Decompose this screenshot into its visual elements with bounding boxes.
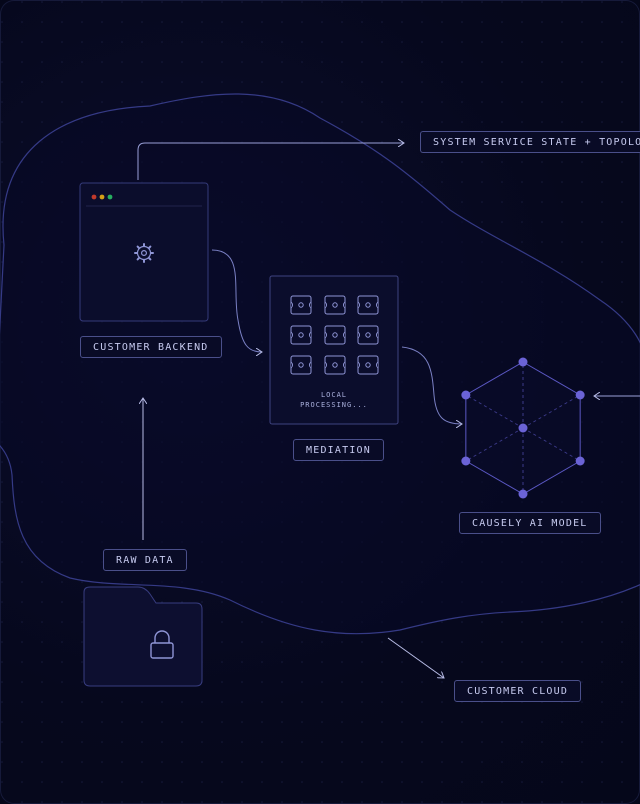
chip-icon [324, 355, 346, 375]
mediation-label: MEDIATION [293, 439, 384, 461]
customer-backend-window [79, 182, 209, 322]
mediation-panel [269, 275, 399, 425]
model-node [575, 390, 585, 400]
customer-cloud-label: CUSTOMER CLOUD [454, 680, 582, 702]
hexagon-spoke [522, 394, 581, 429]
system-state-label: SYSTEM SERVICE STATE + TOPOLOGY [420, 131, 640, 153]
chip-icon [324, 325, 346, 345]
mediation-status-line1: LOCAL [320, 391, 348, 399]
causely-ai-model-label: CAUSELY AI MODEL [459, 512, 601, 534]
data-store-folder [83, 586, 203, 687]
chip-icon [290, 325, 312, 345]
connector-mediation-to-model [401, 346, 462, 424]
model-node [518, 489, 528, 499]
connector-to-customer-cloud [387, 637, 444, 678]
window-dot-red [91, 194, 97, 200]
mediation-status-line2: PROCESSING... [300, 401, 368, 409]
gear-icon [134, 243, 154, 263]
causely-ai-model-graph [461, 357, 585, 499]
window-dot-green [107, 194, 113, 200]
hexagon-spoke [465, 394, 524, 429]
chip-icon [357, 355, 379, 375]
window-dot-yellow [99, 194, 105, 200]
connector-backend-to-mediation [211, 249, 262, 352]
chip-icon [290, 295, 312, 315]
model-node [575, 456, 585, 466]
model-node [518, 423, 528, 433]
lock-icon [150, 630, 174, 659]
model-node [461, 456, 471, 466]
model-node [461, 390, 471, 400]
raw-data-label: RAW DATA [103, 549, 187, 571]
hexagon-spoke [465, 427, 524, 462]
model-node [518, 357, 528, 367]
mediation-chip-grid [290, 295, 379, 375]
connector-to-system-state [137, 143, 404, 180]
chip-icon [290, 355, 312, 375]
mediation-status: LOCAL PROCESSING... [270, 390, 398, 410]
hexagon-spoke [522, 427, 581, 462]
chip-icon [357, 325, 379, 345]
chip-icon [324, 295, 346, 315]
customer-backend-label: CUSTOMER BACKEND [80, 336, 222, 358]
chip-icon [357, 295, 379, 315]
